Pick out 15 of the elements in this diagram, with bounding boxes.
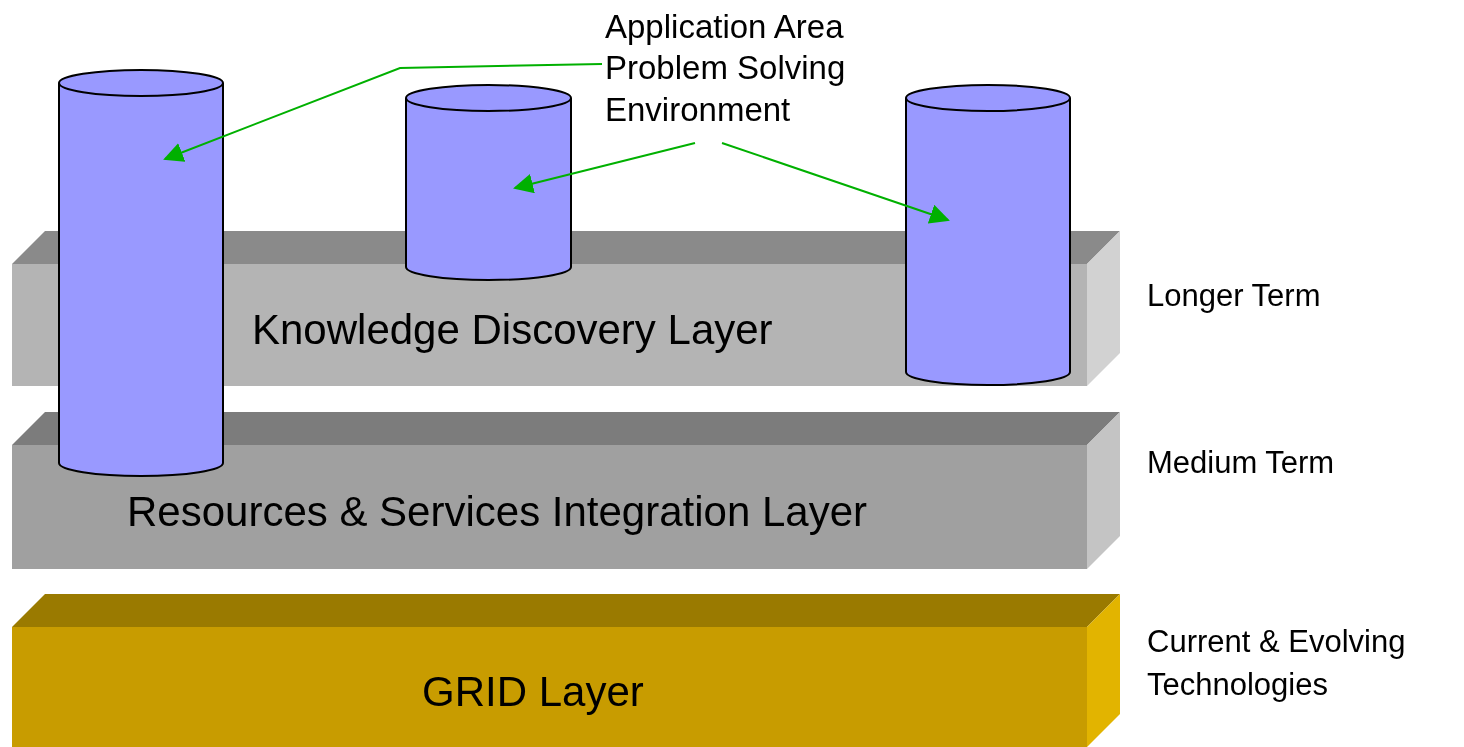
cylinder-shape <box>405 84 572 281</box>
layer-title: Resources & Services Integration Layer <box>127 487 868 537</box>
term-label: Current & Evolving Technologies <box>1147 623 1407 705</box>
term-label: Medium Term <box>1147 444 1336 482</box>
layer-slab <box>12 412 1120 569</box>
term-label: Longer Term <box>1147 277 1322 315</box>
layer-slab <box>12 594 1120 747</box>
layer-title: GRID Layer <box>422 667 644 717</box>
arrow <box>721 142 950 224</box>
callout-text: Application Area Problem Solving Environment <box>605 7 847 130</box>
cylinder-shape <box>58 69 224 477</box>
arrow <box>163 63 603 162</box>
cylinder-shape <box>905 84 1071 386</box>
layer-title: Knowledge Discovery Layer <box>252 305 773 355</box>
arrow <box>513 142 696 194</box>
